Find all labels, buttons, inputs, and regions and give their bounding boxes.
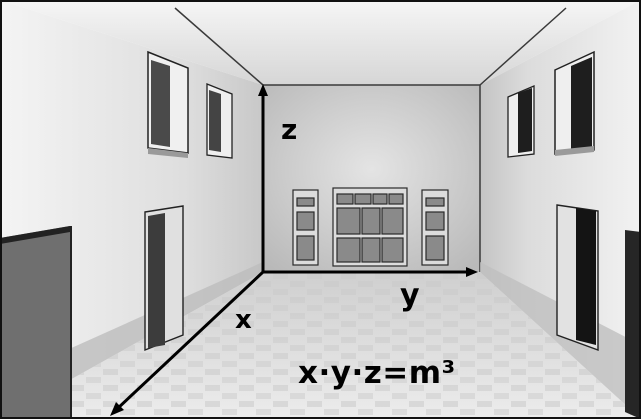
x-axis-line [115,270,265,411]
x-axis-arrowhead [110,402,124,416]
left-window-upper-1 [147,50,189,158]
right-window-upper-1 [554,50,595,156]
left-window-upper-2 [206,83,233,159]
right-door-front [625,230,641,419]
z-axis-arrowhead [258,84,268,96]
z-axis-label: z [281,113,298,146]
ceiling [0,0,641,85]
volume-formula: x·y·z=m³ [298,355,456,391]
floor-tiles [0,272,641,419]
back-window-left [292,189,319,266]
axes [110,84,478,416]
right-door-middle [556,204,599,352]
back-window-right [421,189,449,266]
room-edges [174,7,567,272]
y-axis-label: y [400,278,420,313]
back-window-center [332,187,408,267]
left-door-front [0,226,72,419]
left-door-middle [144,205,184,352]
right-skirting [480,262,641,419]
x-axis-label: x [235,305,252,335]
y-axis-arrowhead [466,267,478,277]
right-window-upper-2 [507,85,535,158]
